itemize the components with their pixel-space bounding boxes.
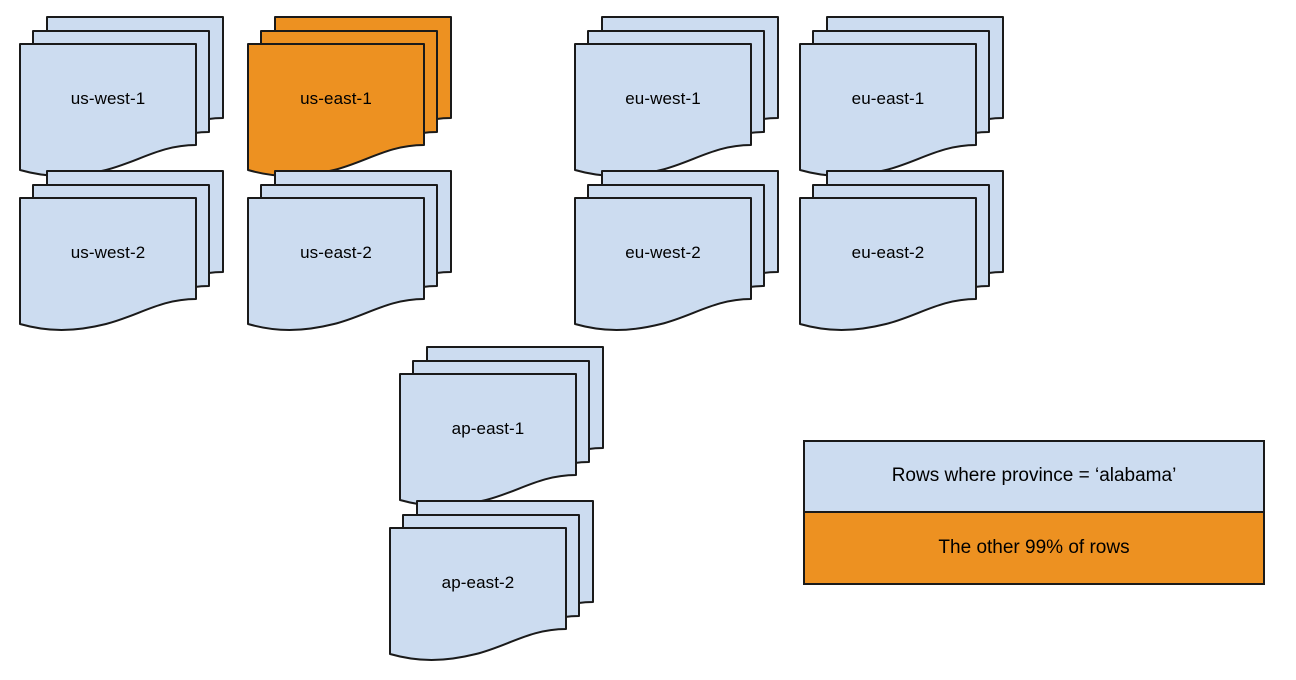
document-stack-shape (19, 16, 224, 177)
document-sheet-front (799, 197, 977, 331)
document-sheet-front (389, 527, 567, 661)
document-stack-eu-east-1[interactable]: eu-east-1 (799, 16, 1018, 177)
document-stack-eu-west-1[interactable]: eu-west-1 (574, 16, 793, 177)
document-stack-us-west-2[interactable]: us-west-2 (19, 170, 238, 331)
document-sheet-front (19, 197, 197, 331)
document-sheet-front (247, 43, 425, 177)
document-stack-shape (399, 346, 604, 507)
document-stack-us-east-2[interactable]: us-east-2 (247, 170, 466, 331)
document-stack-shape (247, 170, 452, 331)
document-sheet-front (574, 197, 752, 331)
document-sheet-front (247, 197, 425, 331)
legend-label-other-rows: The other 99% of rows (938, 536, 1130, 558)
document-stack-us-east-1[interactable]: us-east-1 (247, 16, 466, 177)
document-stack-shape (19, 170, 224, 331)
legend-row-matching-rows: Rows where province = ‘alabama’ (805, 442, 1263, 513)
document-sheet-front (19, 43, 197, 177)
document-stack-shape (799, 170, 1004, 331)
document-stack-shape (574, 170, 779, 331)
document-stack-us-west-1[interactable]: us-west-1 (19, 16, 238, 177)
document-stack-shape (247, 16, 452, 177)
document-sheet-front (574, 43, 752, 177)
document-stack-eu-east-2[interactable]: eu-east-2 (799, 170, 1018, 331)
document-stack-shape (799, 16, 1004, 177)
document-sheet-front (399, 373, 577, 507)
document-stack-shape (574, 16, 779, 177)
legend: Rows where province = ‘alabama’ The other… (803, 440, 1265, 585)
document-stack-shape (389, 500, 594, 661)
document-sheet-front (799, 43, 977, 177)
legend-row-other-rows: The other 99% of rows (805, 512, 1263, 583)
document-stack-ap-east-2[interactable]: ap-east-2 (389, 500, 608, 661)
document-stack-eu-west-2[interactable]: eu-west-2 (574, 170, 793, 331)
document-stack-ap-east-1[interactable]: ap-east-1 (399, 346, 618, 507)
legend-label-matching-rows: Rows where province = ‘alabama’ (891, 465, 1177, 487)
